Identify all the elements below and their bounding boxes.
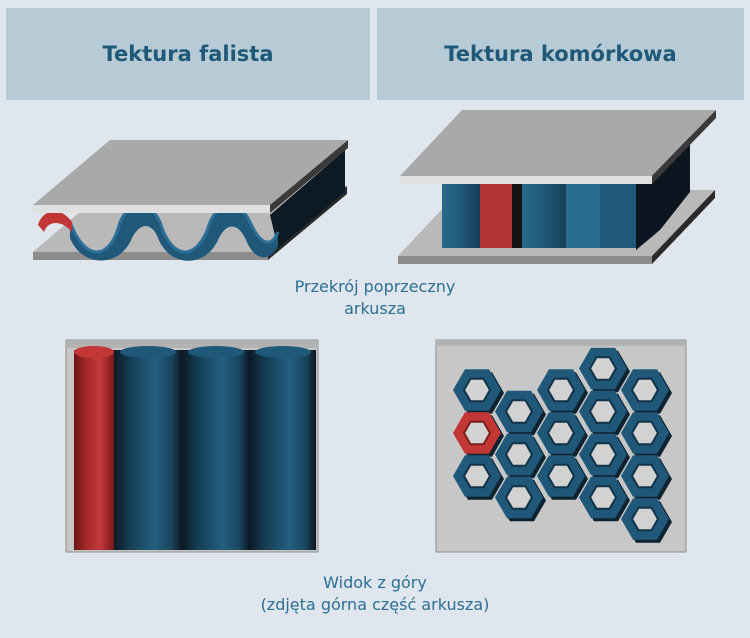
caption-top-line-1: Widok z góry [323,573,427,592]
header-corrugated: Tektura falista [6,8,370,100]
caption-top-view: Widok z góry (zdjęta górna część arkusza… [150,572,600,616]
corrugated-cross-section [33,140,348,261]
honeycomb-cells [453,347,672,543]
corrugated-top-view [65,339,319,553]
header-honeycomb-title: Tektura komórkowa [444,42,677,66]
honeycomb-top-view [435,339,687,553]
caption-top-line-2: (zdjęta górna część arkusza) [260,595,490,614]
caption-cross-section: Przekrój poprzeczny arkusza [200,276,550,320]
caption-cross-line-1: Przekrój poprzeczny [294,277,456,296]
honeycomb-cross-section [398,110,716,264]
header-corrugated-title: Tektura falista [102,42,274,66]
header-honeycomb: Tektura komórkowa [377,8,744,100]
caption-cross-line-2: arkusza [344,299,406,318]
